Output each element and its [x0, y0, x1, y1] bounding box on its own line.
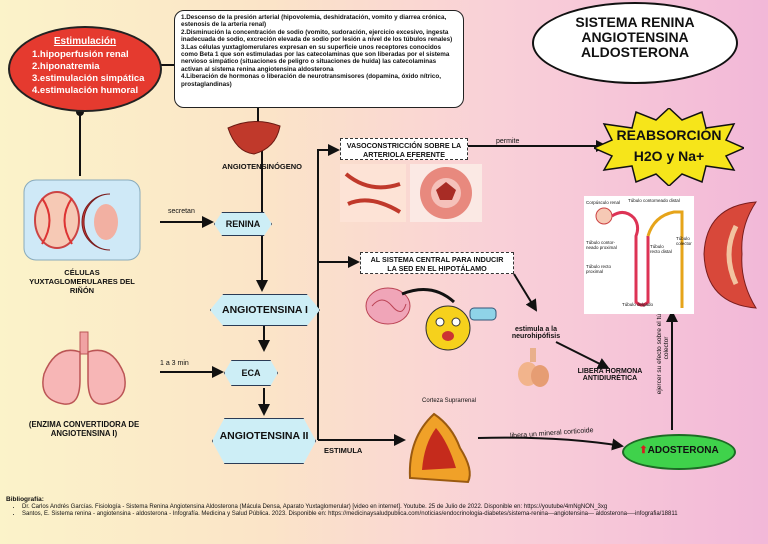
reabsorption-line: H2O y Na+: [633, 148, 705, 164]
time-label: 1 a 3 min: [160, 360, 189, 367]
adh-label: LIBERA HORMONA ANTIDIURÉTICA: [577, 368, 643, 382]
eca-node: ECA: [224, 360, 278, 386]
permite-label: permite: [496, 138, 520, 145]
brain-thirst-illustration: [365, 287, 497, 351]
note-item: 1.Descenso de la presión arterial (hipov…: [181, 14, 447, 29]
enzyme-label: (ENZIMA CONVERTIDORA DE ANGIOTENSINA I): [28, 420, 140, 438]
aldosterone-node: ⬆ADOSTERONA: [622, 434, 736, 470]
angiotensin-1-node: ANGIOTENSINA I: [210, 294, 320, 326]
arteriole-illustration: [340, 164, 482, 222]
kidney-section-illustration: [703, 201, 757, 309]
stimulation-item: 2.hiponatremia: [32, 61, 100, 72]
reabsorption-line: REABSORCIÓN: [616, 127, 722, 143]
kidney-cells-illustration: [23, 179, 141, 261]
nephron-label: Túbulo contor-neado proximal: [586, 240, 617, 250]
title-line: ANGIOTENSINA: [581, 29, 689, 45]
neurohypophysis-label: estimula a la neurohipófisis: [511, 326, 561, 340]
note-item: 2.Disminución la concentración de sodio …: [181, 28, 453, 44]
angiotensin-2-node: ANGIOTENSINA II: [212, 418, 316, 464]
aldosterone-label: ADOSTERONA: [647, 445, 719, 456]
stimulation-item: 3.estimulación simpática: [32, 73, 145, 84]
stimulation-item: 4.estimulación humoral: [32, 85, 139, 96]
nephron-drawing: [595, 207, 684, 308]
stimulation-item: 1.hipoperfusión renal: [32, 49, 129, 60]
title-line: ALDOSTERONA: [580, 44, 690, 60]
collector-label: ejercer su efecto sobre el túbulo colect…: [656, 301, 670, 395]
corteza-label: Corteza Suprarrenal: [422, 398, 477, 404]
lungs-illustration: [42, 331, 126, 405]
nephron-label: Corpúsculo renal: [586, 200, 621, 205]
bibliography-heading: Bibliografía:: [6, 496, 44, 503]
pituitary-icon: [518, 348, 549, 387]
nephron-label: Túbulo recto proximal: [586, 264, 612, 274]
bibliography: Bibliografía: Dr. Carlos Andrés Garcías.…: [6, 496, 746, 518]
liver-icon: [227, 121, 281, 155]
page-title: SISTEMA RENINA ANGIOTENSINA ALDOSTERONA: [532, 2, 738, 84]
stimulation-notes: 1.Descenso de la presión arterial (hipov…: [174, 10, 464, 108]
nephron-label: Túbulo colector: [676, 236, 692, 246]
nephron-illustration: Corpúsculo renal Túbulo contorneado dist…: [584, 196, 694, 314]
title-line: SISTEMA RENINA: [575, 14, 695, 30]
cells-label: CÉLULAS YUXTAGLOMERULARES DEL RIÑÓN: [29, 268, 135, 295]
bibliography-item: Dr. Carlos Andrés Garcías. Fisiología - …: [22, 504, 746, 511]
nephron-label: Túbulo contorneado distal: [628, 198, 680, 203]
reabsorption-burst: [594, 108, 744, 186]
stimulation-ellipse: Estimulación 1.hipoperfusión renal 2.hip…: [8, 26, 162, 112]
secretan-label: secretan: [168, 208, 195, 215]
nephron-label: Túbulo delgado: [622, 302, 654, 307]
renina-node: RENINA: [214, 212, 272, 236]
note-item: 4.Liberación de hormonas o liberación de…: [181, 73, 441, 88]
bibliography-item: Santos, E. Sistema renina - angiotensina…: [22, 511, 746, 518]
thirst-box: AL SISTEMA CENTRAL PARA INDUCIR LA SED E…: [360, 252, 514, 274]
up-arrow-icon: ⬆: [639, 445, 648, 456]
reabsorption-label: REABSORCIÓN H2O y Na+: [594, 125, 744, 167]
vasoconstriction-box: VASOCONSTRICCIÓN SOBRE LA ARTERIOLA EFER…: [340, 138, 468, 160]
angiotensinogen-label: ANGIOTENSINÓGENO: [221, 162, 302, 171]
stimula-label: ESTIMULA: [324, 446, 363, 455]
adrenal-gland-illustration: [408, 412, 471, 484]
stimulation-heading: Estimulación: [53, 36, 117, 47]
nephron-label: Túbulo recto distal: [650, 244, 672, 254]
note-item: 3.Las células yuxtaglomerulares expresan…: [181, 43, 450, 73]
